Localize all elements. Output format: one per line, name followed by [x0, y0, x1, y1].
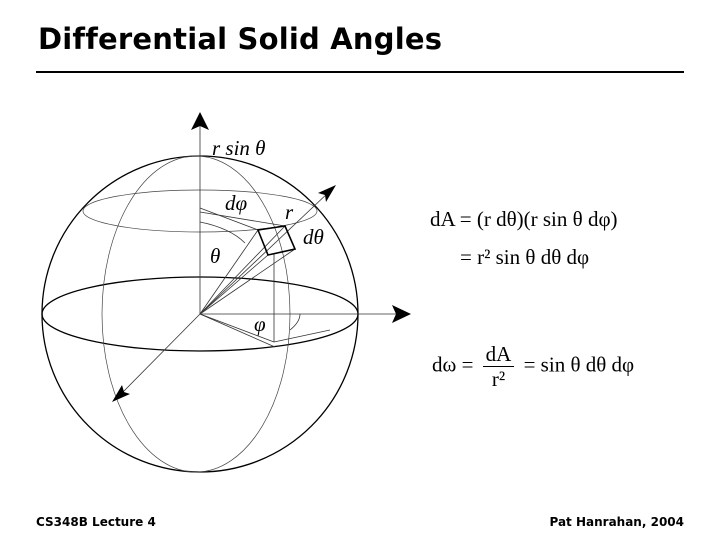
equation-dA-line1: dA = (r dθ)(r sin θ dφ) — [430, 207, 618, 231]
label-r-sin-theta: r sin θ — [212, 136, 266, 160]
label-phi: φ — [254, 312, 266, 336]
x-arrow-icon — [392, 305, 411, 323]
domega-numerator: dA — [482, 342, 515, 367]
label-r: r — [285, 200, 294, 224]
title-divider — [36, 71, 684, 73]
footer-course: CS348B Lecture 4 — [36, 515, 156, 529]
domega-denominator: r² — [491, 367, 506, 391]
y-arrow-icon — [112, 385, 130, 402]
slide-title: Differential Solid Angles — [38, 22, 443, 56]
radial-arrow-icon — [318, 185, 336, 202]
equation-dA-line2: = r² sin θ dθ dφ — [460, 245, 590, 269]
label-theta: θ — [210, 244, 220, 268]
domega-fraction: dA r² — [482, 342, 515, 391]
domega-lhs: dω = — [432, 352, 474, 377]
z-arrow-icon — [191, 112, 209, 130]
label-d-phi: dφ — [225, 191, 248, 215]
radial-axis — [199, 190, 331, 315]
equation-domega: dω = dA r² = sin θ dθ dφ — [432, 342, 634, 391]
domega-rhs: = sin θ dθ dφ — [523, 352, 635, 377]
label-d-theta: dθ — [303, 225, 324, 249]
footer-author: Pat Hanrahan, 2004 — [549, 515, 684, 529]
y-axis — [119, 313, 201, 396]
area-patch — [256, 225, 297, 256]
